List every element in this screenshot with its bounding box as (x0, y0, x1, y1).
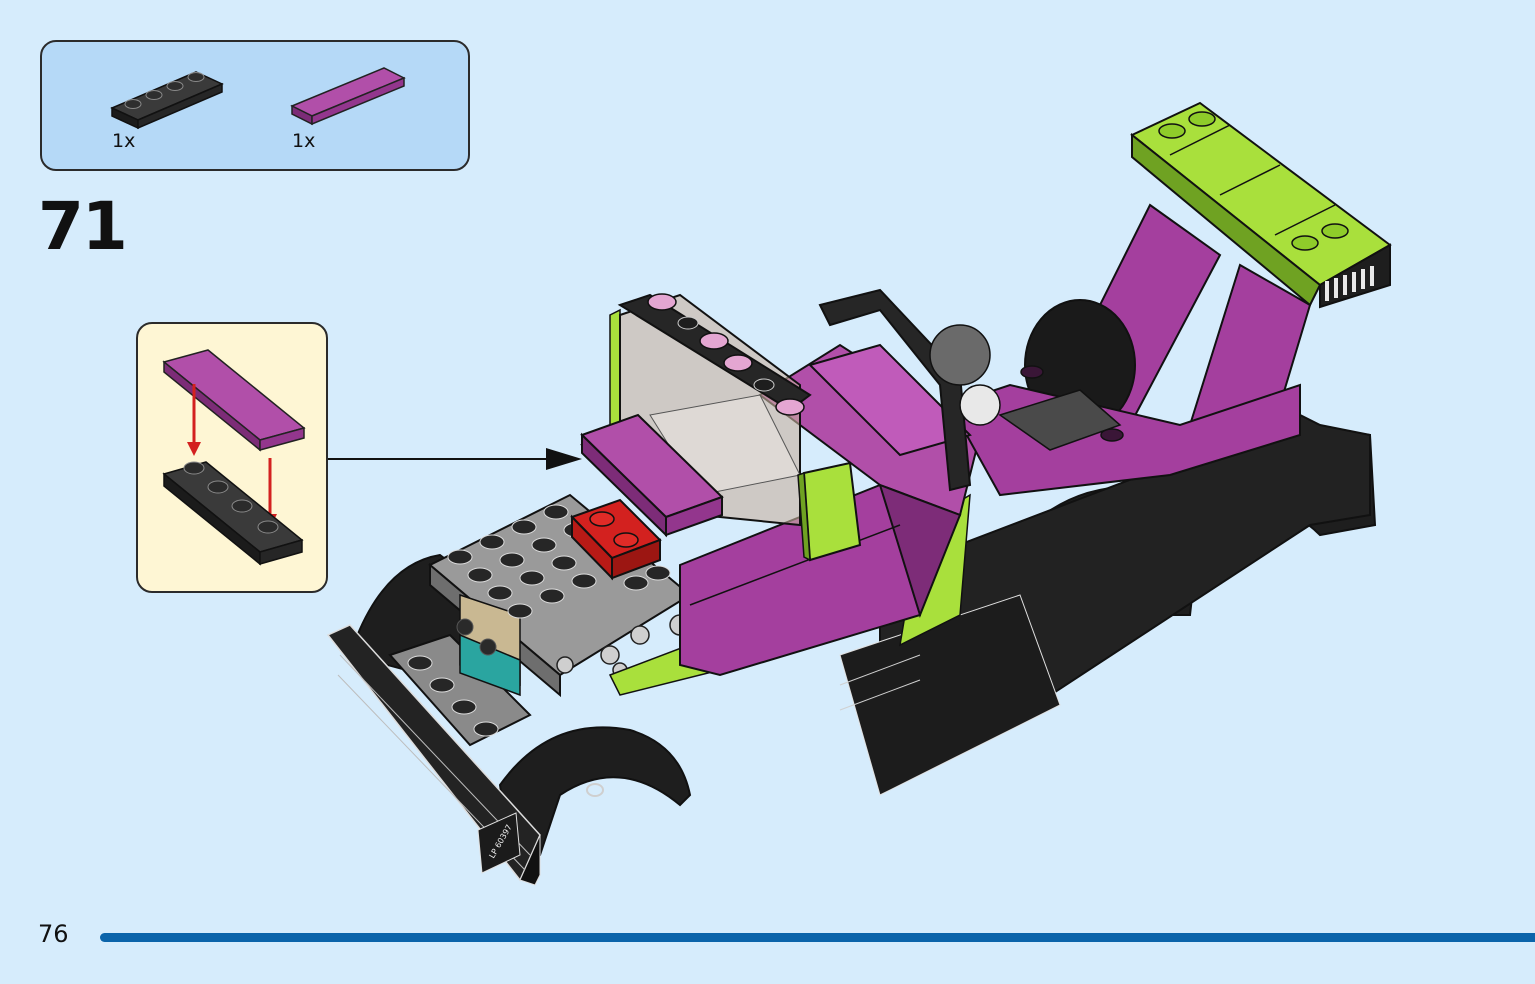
lime-side-block (797, 461, 862, 562)
progress-bar (100, 933, 1535, 942)
page-number: 76 (38, 920, 69, 948)
step-number: 71 (38, 188, 128, 265)
callout-pointer-arrow (328, 448, 582, 470)
part-magenta-tile-1x4-icon (290, 67, 406, 126)
new-parts-placement (580, 413, 724, 538)
cab-body (679, 288, 1301, 677)
subassembly-illustration (162, 349, 306, 566)
part-quantity: 1x (292, 130, 316, 152)
part-quantity: 1x (112, 130, 136, 152)
chassis (839, 413, 1371, 796)
callout-subassembly (136, 322, 328, 593)
parts-list-box: 1x 1x (40, 40, 470, 171)
part-black-plate-1x4-icon (110, 71, 224, 130)
model-illustration: LP 60397 (326, 101, 1392, 886)
hood-gray-plate (388, 493, 692, 747)
